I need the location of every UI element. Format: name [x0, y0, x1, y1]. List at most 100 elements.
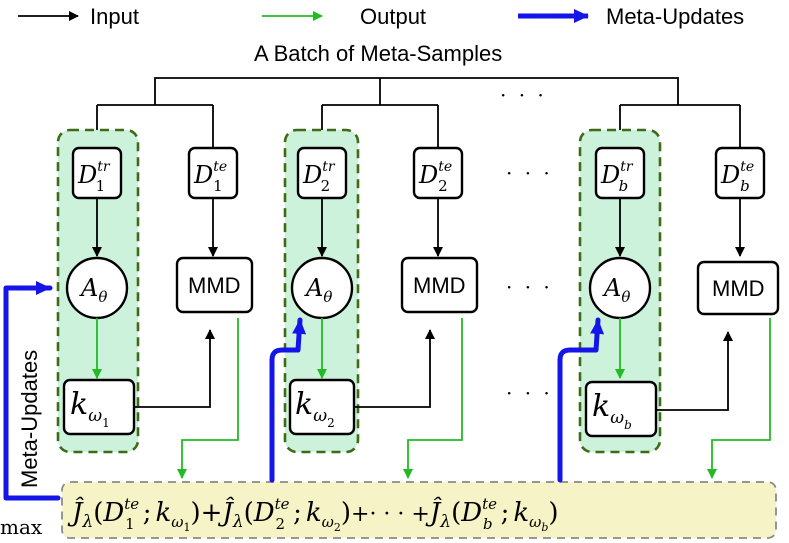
train-set-sub: 1 [96, 177, 106, 195]
legend-meta-updates-label: Meta-Updates [606, 4, 744, 29]
svg-text:Aθ: Aθ [304, 274, 332, 306]
row-ellipsis-train: · · · [506, 161, 553, 185]
test-set-sub: 1 [213, 177, 223, 195]
legend-output-label: Output [360, 4, 426, 29]
term-b-lambda: λ [439, 512, 451, 532]
meta-update-arrow-b [557, 317, 605, 483]
term-2-k: k [306, 498, 322, 528]
term-b-j: Ĵ [425, 496, 442, 528]
term-2-d: D [253, 498, 275, 528]
test-set-base: D [193, 161, 213, 189]
mmd-node-1 [175, 256, 254, 314]
svg-text:kωb: kωb [592, 389, 632, 432]
mmd-label-b: MMD [712, 276, 765, 301]
svg-text:kω2: kω2 [295, 387, 335, 430]
mmd-to-objective-arrow-1 [177, 318, 239, 479]
algorithm-base: A [79, 274, 98, 302]
term-1-semicolon: ; [143, 498, 152, 528]
algorithm-sub: θ [98, 288, 107, 306]
term-b-ksubsub: b [541, 521, 548, 534]
bracket-ellipsis: · · · [500, 83, 547, 107]
train-set-base: D [77, 161, 97, 189]
term-b-ksub: ω [529, 513, 541, 531]
svg-text:Aθ: Aθ [79, 274, 107, 306]
svg-text:kω1: kω1 [70, 387, 110, 430]
train-set-base: D [600, 161, 620, 189]
term-1-ksubsub: 1 [183, 521, 190, 534]
train-set-sup: tr [620, 159, 634, 175]
test-set-sup: te [213, 159, 227, 175]
train-set-base: D [302, 161, 322, 189]
term-1-d: D [102, 498, 124, 528]
kernel-sub: ω [610, 408, 624, 428]
term-2-ksub: ω [322, 513, 334, 531]
kernel-to-mmd-arrow-b [656, 331, 733, 411]
max-label: max [0, 515, 43, 539]
train-set-sup: tr [97, 159, 111, 175]
term-1-close: ) [190, 498, 200, 528]
train-set-sup: tr [322, 159, 336, 175]
column-b: Dtr b Dte b Aθ MMD kωb [584, 146, 780, 479]
mmd-node-b [696, 260, 780, 316]
term-2-open: ( [244, 498, 254, 528]
test-set-base: D [418, 161, 438, 189]
plus-cdots: +· · · + [351, 502, 430, 527]
kernel-sub: ω [88, 406, 102, 426]
term-1-k: k [155, 498, 171, 528]
mmd-node-2 [400, 256, 479, 314]
term-1-open: ( [93, 498, 103, 528]
term-2-dsup: te [275, 495, 290, 513]
legend: Input Output Meta-Updates [18, 4, 744, 29]
meta-update-arrow-1 [3, 281, 61, 501]
term-b-k: k [513, 498, 529, 528]
kernel-base: k [70, 387, 88, 422]
kernel-subsub: 2 [327, 416, 335, 430]
kernel-node-b [584, 380, 658, 438]
algorithm-sub: θ [323, 288, 332, 306]
row-ellipsis-mmd: · · · [506, 275, 553, 299]
batch-bracket: · · · [96, 77, 741, 148]
term-b-open: ( [451, 498, 461, 528]
term-2-lambda: λ [232, 512, 244, 532]
mmd-to-objective-arrow-b [707, 318, 771, 479]
svg-text:Aθ: Aθ [602, 274, 630, 306]
train-set-sub: 2 [321, 177, 331, 195]
kernel-to-mmd-arrow-1 [134, 329, 215, 408]
meta-update-arrow-2 [269, 317, 307, 483]
test-set-sub: b [740, 177, 750, 195]
objective-box [61, 481, 777, 539]
term-2-semicolon: ; [293, 498, 302, 528]
kernel-to-mmd-arrow-2 [354, 329, 435, 408]
term-1-j: Ĵ [67, 496, 84, 528]
train-set-sub: b [619, 177, 629, 195]
mmd-to-objective-arrow-2 [403, 318, 463, 479]
term-2-ksubsub: 2 [334, 521, 341, 534]
test-set-sub: 2 [438, 177, 448, 195]
algorithm-sub: θ [621, 288, 630, 306]
term-b-d: D [460, 498, 482, 528]
test-set-sup: te [438, 159, 452, 175]
mmd-label-1: MMD [188, 273, 241, 298]
term-b-dsub: b [483, 515, 493, 533]
term-1-dsup: te [124, 495, 139, 513]
algorithm-base: A [602, 274, 621, 302]
row-ellipsis-kernel: · · · [506, 381, 553, 405]
kernel-subsub: 1 [102, 416, 110, 430]
kernel-sub: ω [313, 406, 327, 426]
term-1-lambda: λ [81, 512, 93, 532]
kernel-subsub: b [624, 418, 632, 432]
term-2-j: Ĵ [217, 496, 234, 528]
term-b-close: ) [548, 498, 558, 528]
test-set-sup: te [740, 159, 754, 175]
term-2-close: ) [341, 498, 351, 528]
algorithm-base: A [304, 274, 323, 302]
plus-1: + [201, 498, 223, 528]
